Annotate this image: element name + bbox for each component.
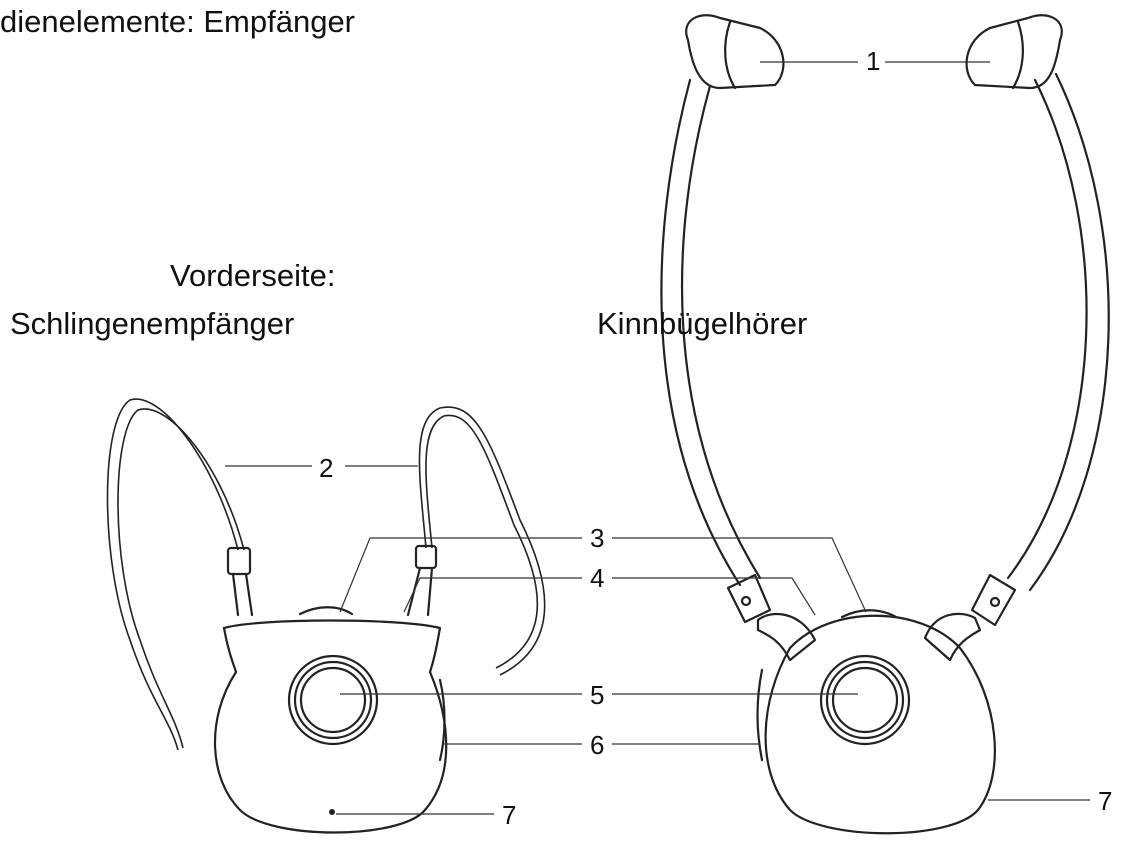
callout-5: 5 <box>587 682 608 708</box>
loop-receiver-body <box>213 606 448 834</box>
left-earpiece <box>685 14 785 90</box>
loop-cable-right <box>418 406 546 676</box>
headset-right-arm <box>1006 72 1110 592</box>
headset-receiver-body <box>756 609 996 835</box>
headset-right-joint <box>923 573 1017 662</box>
front-side-label: Vorderseite: <box>170 258 336 293</box>
headset-left-joint <box>726 573 817 662</box>
loop-receiver-label: Schlingenempfänger <box>10 306 295 341</box>
callout-7-loop-receiver: 7 <box>499 802 520 828</box>
loop-plug-left <box>226 546 254 617</box>
chin-headset-label: Kinnbügelhörer <box>597 306 808 341</box>
page-title: dienelemente: Empfänger <box>0 4 356 39</box>
callout-7-headset: 7 <box>1095 788 1116 814</box>
headset-left-arm <box>660 78 762 587</box>
callout-3: 3 <box>587 525 608 551</box>
right-earpiece <box>965 14 1063 90</box>
callout-6: 6 <box>587 732 608 758</box>
callout-2: 2 <box>316 455 337 481</box>
callout-4: 4 <box>587 565 608 591</box>
loop-cable-left <box>106 398 245 751</box>
loop-plug-right <box>406 544 438 617</box>
callout-1: 1 <box>863 48 884 74</box>
